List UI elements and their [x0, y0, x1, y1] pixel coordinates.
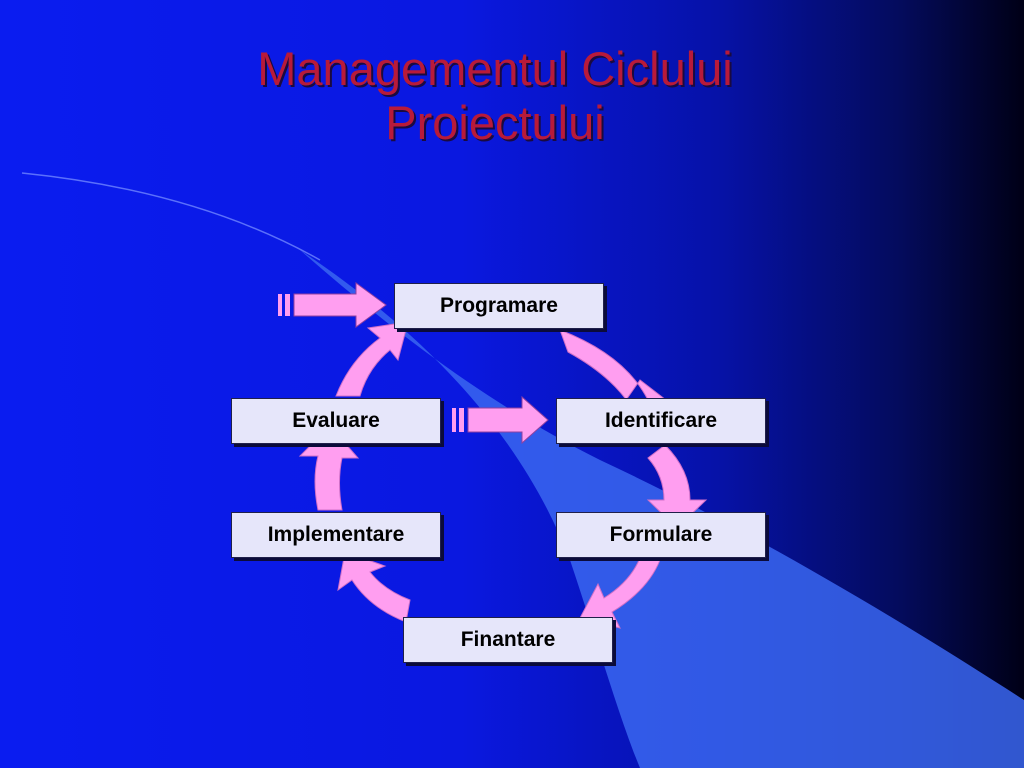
- entry-arrow-programare: [278, 282, 387, 328]
- node-label: Finantare: [460, 628, 556, 651]
- node-identificare: Identificare: [556, 398, 766, 444]
- node-implementare: Implementare: [231, 512, 441, 558]
- cycle-arrow-evaluare-programare: [335, 321, 409, 397]
- node-label: Evaluare: [292, 409, 380, 432]
- cycle-arrow-programare-identificare: [559, 329, 668, 421]
- entry-arrow-identificare: [452, 395, 549, 445]
- slide-title: Managementul Ciclului Proiectului: [150, 42, 840, 150]
- title-line-1: Managementul Ciclului: [257, 42, 733, 95]
- node-label: Implementare: [267, 523, 405, 546]
- node-label: Programare: [440, 294, 558, 317]
- node-formulare: Formulare: [556, 512, 766, 558]
- node-label: Identificare: [604, 409, 718, 432]
- title-line-2: Proiectului: [385, 96, 605, 149]
- cycle-arrow-finantare-implementare: [337, 551, 411, 623]
- node-label: Formulare: [609, 523, 713, 546]
- node-programare: Programare: [394, 283, 604, 329]
- node-evaluare: Evaluare: [231, 398, 441, 444]
- node-finantare: Finantare: [403, 617, 613, 663]
